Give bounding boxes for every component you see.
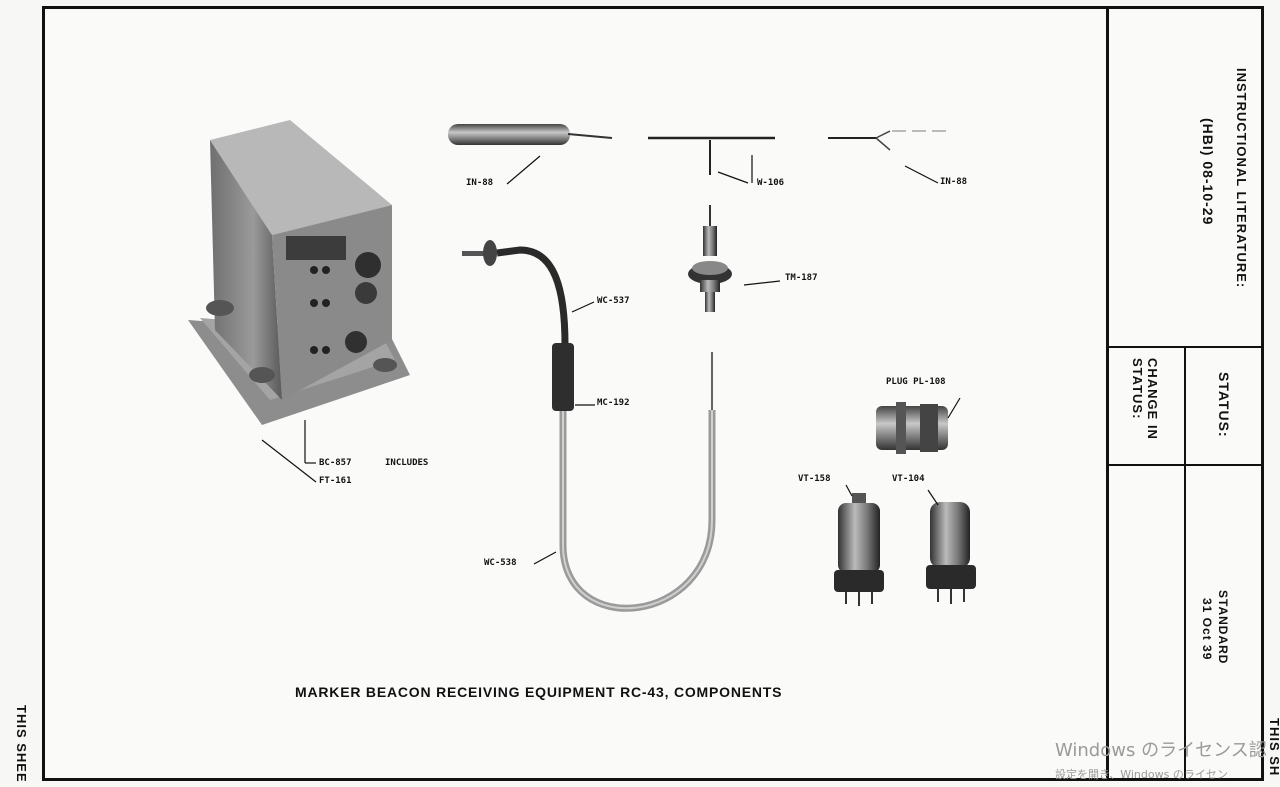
left-edge-text: THIS SHEE (14, 705, 29, 783)
label-vt104: VT-104 (892, 474, 925, 484)
label-tm187: TM-187 (785, 273, 818, 283)
label-vt158: VT-158 (798, 474, 831, 484)
label-plug-pl108: PLUG PL-108 (886, 377, 946, 387)
receiver-bc857-image (188, 120, 410, 425)
label-bc857: BC-857 (319, 458, 352, 468)
right-edge-text: THIS SH (1267, 718, 1280, 777)
status-date: 31 Oct 39 (1200, 598, 1214, 661)
title-heading: INSTRUCTIONAL LITERATURE: (1234, 68, 1249, 289)
cable-assembly-image (462, 240, 716, 612)
antenna-assembly-image (448, 124, 948, 175)
plug-pl108-image (876, 402, 948, 454)
status-value: STANDARD (1216, 590, 1230, 665)
title-block: INSTRUCTIONAL LITERATURE: (HBI) 08-10-29… (1106, 6, 1264, 781)
label-mc192: MC-192 (597, 398, 630, 408)
figure-caption: MARKER BEACON RECEIVING EQUIPMENT RC-43,… (295, 684, 783, 700)
tube-vt158-image (834, 493, 884, 606)
change-in-status-label: CHANGE IN STATUS: (1130, 358, 1160, 440)
label-wc538: WC-538 (484, 558, 517, 568)
label-includes: INCLUDES (385, 458, 429, 468)
watermark-line-1: Windows のライセンス認 (1055, 740, 1267, 761)
label-wc537: WC-537 (597, 296, 630, 306)
label-ft161: FT-161 (319, 476, 352, 486)
tube-vt104-image (926, 502, 976, 604)
windows-activation-watermark: Windows のライセンス認 設定を開き、Windows のライセン (1055, 736, 1267, 782)
doc-number: (HBI) 08-10-29 (1200, 118, 1216, 226)
label-w106: W-106 (757, 178, 785, 188)
tm187-image (688, 205, 732, 312)
label-in88-right: IN-88 (940, 177, 968, 187)
watermark-line-2: 設定を開き、Windows のライセン (1055, 768, 1228, 781)
status-label: STATUS: (1216, 372, 1232, 438)
label-in88-left: IN-88 (466, 178, 494, 188)
